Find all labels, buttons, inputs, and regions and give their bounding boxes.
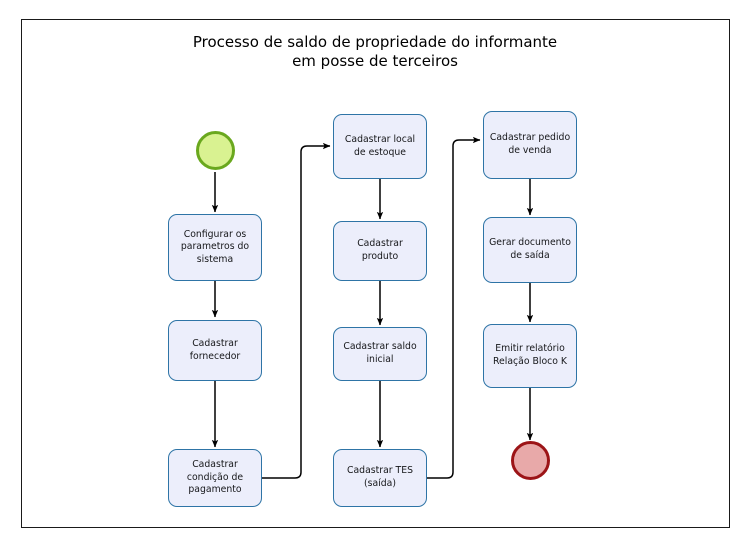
node-label: Gerar documento de saída: [489, 237, 571, 261]
node-cadastrar-saldo-inicial[interactable]: Cadastrar saldo inicial: [333, 327, 427, 381]
node-label: Cadastrar produto: [357, 238, 403, 262]
node-cadastrar-fornecedor[interactable]: Cadastrar fornecedor: [168, 320, 262, 381]
node-label: Cadastrar pedido de venda: [489, 132, 571, 156]
node-cadastrar-pedido-venda[interactable]: Cadastrar pedido de venda: [483, 111, 577, 179]
node-cadastrar-condicao-pagamento[interactable]: Cadastrar condição de pagamento: [168, 449, 262, 507]
page-title: Processo de saldo de propriedade do info…: [140, 33, 610, 71]
node-label: Cadastrar saldo inicial: [343, 341, 417, 365]
node-emitir-relatorio-bloco-k[interactable]: Emitir relatório Relação Bloco K: [483, 324, 577, 388]
node-cadastrar-tes-saida[interactable]: Cadastrar TES (saída): [333, 449, 427, 507]
node-cadastrar-local-estoque[interactable]: Cadastrar local de estoque: [333, 114, 427, 179]
node-configurar-parametros[interactable]: Configurar os parametros do sistema: [168, 214, 262, 281]
node-label: Cadastrar fornecedor: [189, 337, 241, 362]
title-line-2: em posse de terceiros: [292, 52, 458, 70]
node-label: Emitir relatório Relação Bloco K: [493, 343, 567, 367]
node-gerar-documento-saida[interactable]: Gerar documento de saída: [483, 217, 577, 283]
node-cadastrar-produto[interactable]: Cadastrar produto: [333, 221, 427, 281]
node-label: Configurar os parametros do sistema: [180, 228, 250, 265]
end-terminator[interactable]: [511, 441, 550, 480]
node-label: Cadastrar condição de pagamento: [186, 459, 244, 496]
title-line-1: Processo de saldo de propriedade do info…: [192, 33, 558, 51]
node-label: Cadastrar local de estoque: [344, 133, 416, 158]
start-terminator[interactable]: [196, 131, 235, 170]
node-label: Cadastrar TES (saída): [346, 465, 414, 489]
